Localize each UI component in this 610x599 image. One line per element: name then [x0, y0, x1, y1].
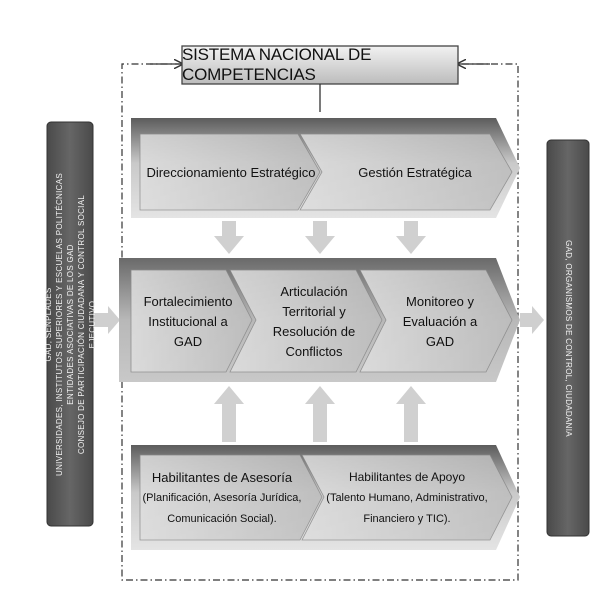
fortalecimiento-label: Fortalecimiento Institucional a GAD	[133, 292, 243, 352]
apoyo-label: Habilitantes de Apoyo (Talento Humano, A…	[322, 462, 492, 534]
fortalecimiento-line: GAD	[173, 334, 203, 349]
page-title: SISTEMA NACIONAL DE COMPETENCIAS	[182, 45, 372, 84]
left-panel: GAD, SENPLADES UNIVERSIDADES, INSTITUTOS…	[44, 122, 97, 526]
left-panel-line: EJECUTIVO	[87, 300, 97, 348]
apoyo-line: (Talento Humano, Administrativo,	[326, 491, 488, 504]
right-output-arrow	[520, 306, 544, 334]
left-panel-text: GAD, SENPLADES UNIVERSIDADES, INSTITUTOS…	[43, 173, 98, 476]
fortalecimiento-line: Institucional a	[148, 314, 228, 329]
right-panel-text: GAD, ORGANISMOS DE CONTROL, CIUDADANIA	[563, 239, 573, 437]
frame-border	[121, 63, 519, 581]
left-panel-line: CONSEJO DE PARTICIPACIÓN CIUDADANA Y CON…	[76, 194, 86, 454]
articulacion-label: Articulación Territorial y Resolución de…	[255, 282, 373, 362]
monitoreo-label: Monitoreo y Evaluación a GAD	[385, 292, 495, 352]
left-panel-line: GAD, SENPLADES	[43, 287, 53, 362]
gestion-label: Gestión Estratégica	[358, 164, 472, 180]
down-arrow-3	[396, 221, 426, 254]
bottom-cell-right	[301, 454, 513, 541]
monitoreo-line: GAD	[425, 334, 455, 349]
asesoria-line: Comunicación Social).	[167, 512, 277, 525]
asesoria-line: (Planificación, Asesoría Jurídica,	[142, 491, 302, 504]
up-arrow-1	[214, 386, 244, 442]
apoyo-line: Financiero y TIC).	[363, 512, 451, 525]
direccionamiento-label: Direccionamiento Estratégico	[146, 164, 316, 180]
bottom-cell-left	[139, 454, 323, 541]
top-cell-left	[139, 133, 321, 211]
monitoreo-line: Evaluación a	[402, 314, 478, 329]
right-panel-shape	[546, 139, 590, 537]
left-input-arrow	[94, 306, 120, 334]
title-box	[181, 45, 459, 85]
left-panel-shape	[46, 121, 94, 527]
monitoreo-line: Monitoreo y	[406, 294, 474, 309]
left-panel-line: ENTIDADES ASOCIATIVAS DE LOS GAD	[65, 243, 75, 405]
middle-cell-2	[229, 269, 383, 373]
asesoria-label: Habilitantes de Asesoría (Planificación,…	[142, 462, 302, 534]
up-arrow-2	[305, 386, 335, 442]
fortalecimiento-line: Fortalecimiento	[143, 294, 233, 309]
articulacion-line: Articulación	[280, 284, 348, 299]
down-arrow-1	[214, 221, 244, 254]
left-panel-line: UNIVERSIDADES, INSTITUTOS SUPERIORES Y E…	[54, 172, 64, 476]
middle-cell-1	[130, 269, 253, 373]
asesoria-heading: Habilitantes de Asesoría	[151, 469, 293, 485]
articulacion-line: Resolución de	[272, 324, 356, 339]
top-cell-right	[299, 133, 513, 211]
up-arrow-3	[396, 386, 426, 442]
articulacion-line: Territorial y	[282, 304, 346, 319]
right-panel: GAD, ORGANISMOS DE CONTROL, CIUDADANIA	[547, 140, 589, 536]
down-arrow-2	[305, 221, 335, 254]
middle-cell-3	[359, 269, 513, 373]
apoyo-heading: Habilitantes de Apoyo	[348, 469, 466, 484]
articulacion-line: Conflictos	[285, 344, 343, 359]
